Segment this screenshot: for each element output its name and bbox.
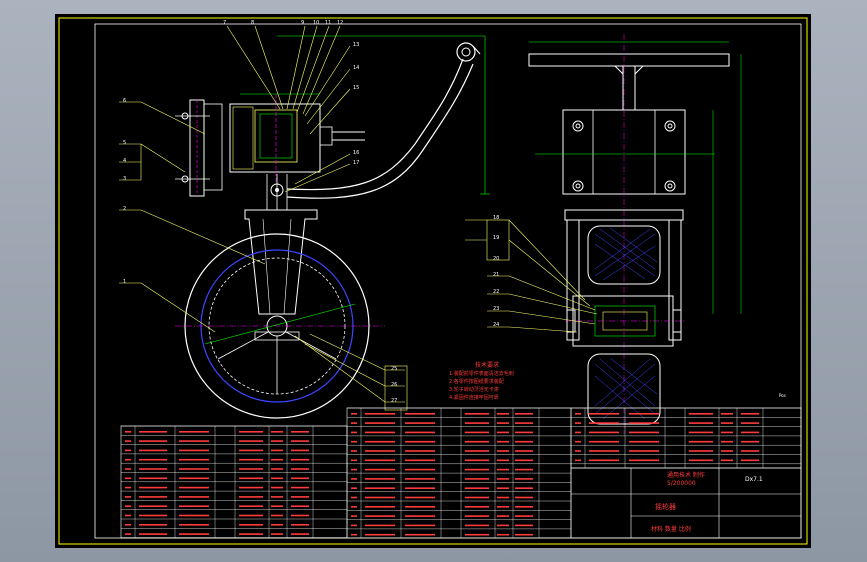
parts-list-rows (121, 407, 801, 538)
scale-note: Dx7.1 (745, 476, 763, 483)
drawing-sheet: 技术要求 1.装配前零件表面清洁去毛刺 2.各零件按图纸要求装配 3.轮子转动灵… (55, 14, 811, 548)
handle-pivot (456, 42, 476, 62)
part-no-label: Pos (779, 393, 786, 398)
tech-requirement-3: 3.轮子转动灵活无卡滞 (449, 387, 499, 393)
callout-20: 20 (493, 256, 500, 262)
wheel-fork (244, 209, 318, 315)
callout-10: 10 (313, 20, 320, 26)
callout-7: 7 (223, 20, 227, 26)
footer-text: 材料 数量 比例 (651, 526, 691, 533)
callout-12: 12 (337, 20, 344, 26)
callout-6: 6 (123, 98, 127, 104)
wheel-tire (184, 233, 370, 419)
wheel-front-top (587, 225, 661, 285)
callout-17: 17 (353, 160, 360, 166)
callouts-bottom (294, 333, 408, 411)
callout-27: 27 (391, 398, 398, 404)
callout-15: 15 (353, 85, 360, 91)
side-view (175, 35, 490, 419)
callout-3: 3 (123, 176, 127, 182)
title-block (570, 467, 802, 539)
callout-22: 22 (493, 289, 500, 295)
outer-border (58, 17, 808, 545)
title-block-line2: 5/200000 (667, 480, 696, 487)
callout-1: 1 (123, 279, 127, 285)
callout-16: 16 (353, 150, 360, 156)
callout-4: 4 (123, 158, 127, 164)
callout-21: 21 (493, 272, 500, 278)
callouts-top (226, 25, 351, 193)
callout-23: 23 (493, 306, 500, 312)
callout-26: 26 (391, 382, 398, 388)
front-view (528, 34, 742, 434)
callout-19: 19 (493, 235, 500, 241)
tech-requirement-2: 2.各零件按图纸要求装配 (449, 379, 504, 385)
labels-layer: 技术要求 1.装配前零件表面清洁去毛刺 2.各零件按图纸要求装配 3.轮子转动灵… (55, 14, 811, 548)
cad-drawing (58, 17, 808, 545)
fork-leg-right (668, 219, 682, 341)
wheel-front-bottom (587, 353, 661, 425)
callout-5: 5 (123, 140, 127, 146)
callout-14: 14 (353, 65, 360, 71)
tech-requirements-title: 技术要求 (475, 362, 500, 369)
tech-requirement-1: 1.装配前零件表面清洁去毛刺 (449, 371, 514, 377)
part-name: 摇轮器 (655, 503, 676, 511)
callout-25: 25 (391, 366, 398, 372)
tech-requirement-4: 4.紧固件连接牢固可靠 (449, 395, 499, 401)
callouts-left (119, 101, 266, 333)
bracket-block (203, 103, 223, 191)
callout-24: 24 (493, 322, 500, 328)
callouts-right (465, 219, 598, 333)
title-block-line1: 通用技术 制作 (667, 472, 705, 479)
callout-18: 18 (493, 215, 500, 221)
handle-arm (286, 58, 464, 191)
callout-8: 8 (251, 20, 255, 26)
callout-13: 13 (353, 42, 360, 48)
callout-11: 11 (325, 20, 332, 26)
callout-2: 2 (123, 206, 127, 212)
callout-9: 9 (301, 20, 305, 26)
